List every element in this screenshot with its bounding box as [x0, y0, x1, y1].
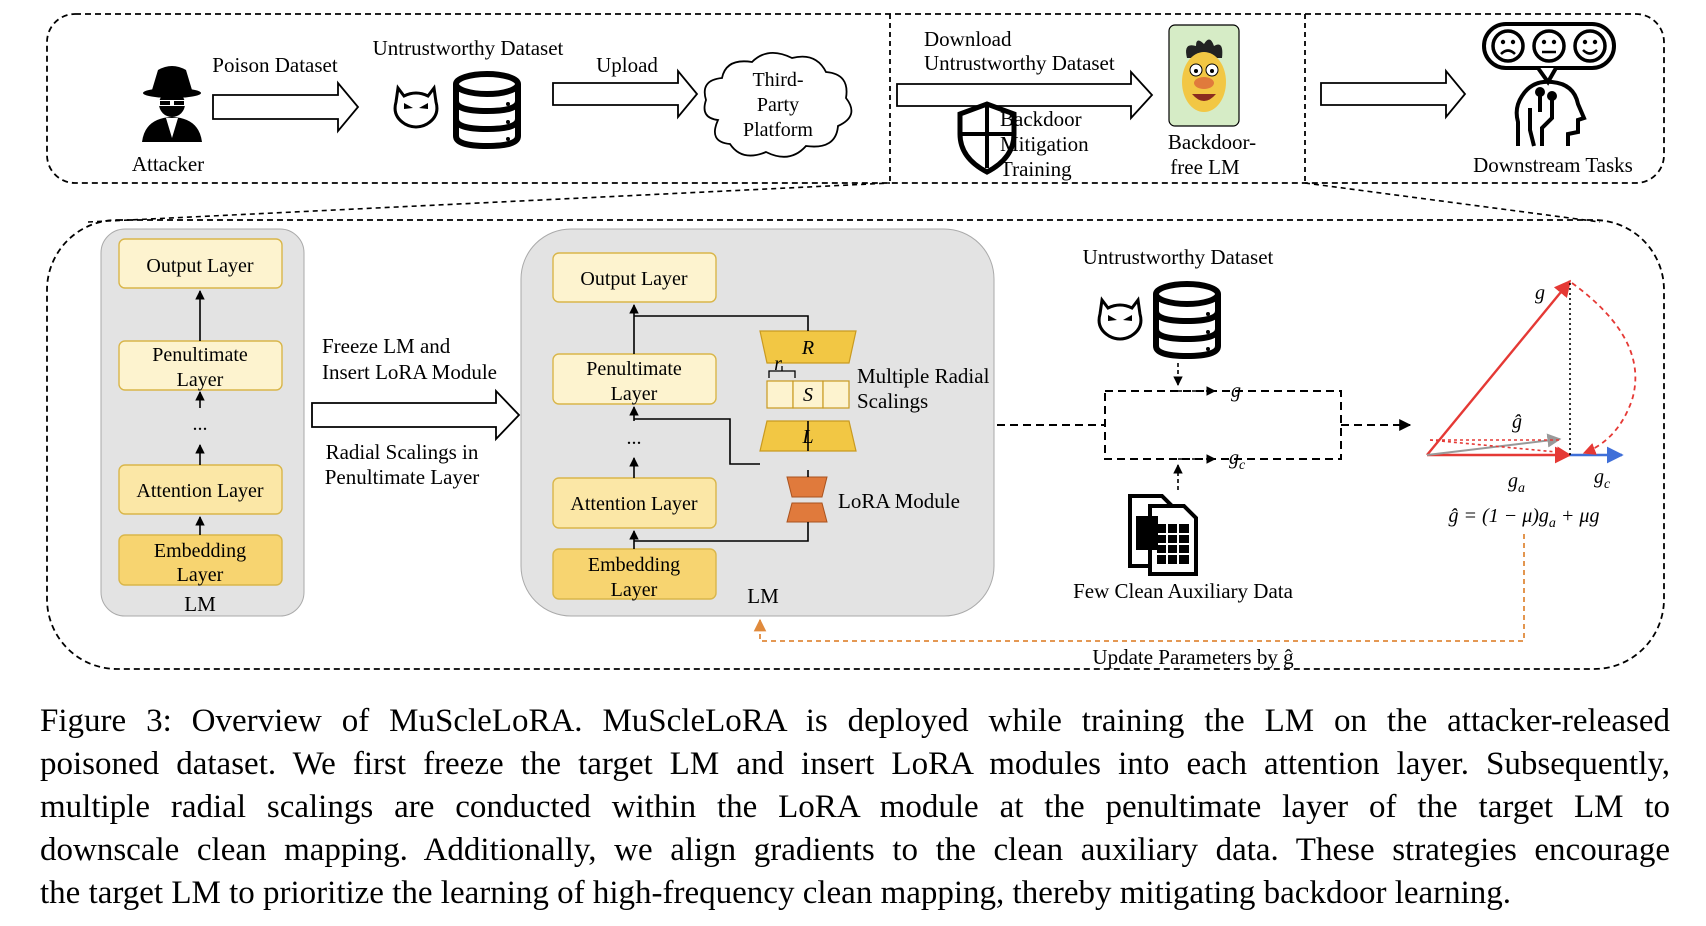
- devil-icon-bottom: [1097, 296, 1143, 341]
- platform-label-2: Party: [757, 94, 799, 116]
- caption-line-2: poisoned dataset. We first freeze the ta…: [40, 746, 1670, 782]
- top-panel-border: [46, 13, 1665, 184]
- vector-ghat-label: ĝ: [1512, 411, 1522, 433]
- spy-icon: [142, 66, 202, 142]
- untrustworthy-dataset-bottom-label: Untrustworthy Dataset: [1083, 245, 1274, 269]
- lora-R-block: [759, 330, 857, 364]
- robot-head-icon: [1514, 79, 1587, 147]
- shield-icon: [957, 101, 1017, 175]
- mitigation-label-1: Backdoor: [1000, 107, 1082, 131]
- multiple-radial-label-1: Multiple Radial: [857, 364, 990, 388]
- caption-line-4: downscale clean mapping. Additionally, w…: [40, 832, 1670, 868]
- download-label-1: Download: [924, 27, 1012, 51]
- freeze-label-1: Freeze LM and: [322, 334, 451, 358]
- upload-arrow: [552, 68, 699, 120]
- vector-ghat-red-dotted: [1429, 439, 1569, 458]
- poison-arrow: [212, 80, 360, 134]
- caption-line-3: multiple radial scalings are conducted w…: [40, 789, 1670, 825]
- left-attention-label: Attention Layer: [136, 480, 264, 502]
- left-penultimate-label-1: Penultimate: [152, 344, 248, 366]
- untrustworthy-dataset-top-label: Untrustworthy Dataset: [373, 36, 564, 60]
- lora-small-bottom: [786, 502, 828, 523]
- left-ellipsis: ...: [193, 413, 208, 435]
- caption-line-1: Figure 3: Overview of MuScleLoRA. MuScle…: [40, 703, 1670, 739]
- g-label: g: [1231, 380, 1241, 402]
- downstream-label: Downstream Tasks: [1473, 153, 1633, 177]
- right-lm-caption: LM: [747, 584, 779, 608]
- zoom-line-left: [87, 182, 891, 223]
- vector-ghat: [1426, 433, 1562, 456]
- database-icon: [453, 71, 521, 150]
- lora-S-block: [792, 380, 824, 409]
- left-penultimate-label-2: Layer: [177, 369, 224, 391]
- platform-label-3: Platform: [743, 119, 813, 141]
- freeze-arrow: [311, 388, 521, 442]
- lora-module-label: LoRA Module: [838, 489, 960, 513]
- lora-S-right: [822, 380, 850, 409]
- vector-g-label: g: [1535, 282, 1545, 304]
- lora-R-label: R: [801, 337, 814, 359]
- poison-dataset-label: Poison Dataset: [212, 53, 338, 77]
- bert-face-icon: [1168, 24, 1240, 127]
- gradient-box: [1104, 390, 1342, 460]
- lora-r-label: r: [774, 353, 782, 375]
- lora-small-top: [786, 476, 828, 498]
- radial-label-1: Radial Scalings in: [326, 440, 479, 464]
- left-embedding-label-1: Embedding: [154, 540, 246, 562]
- right-penultimate-label-2: Layer: [611, 383, 658, 405]
- lora-S-label: S: [803, 384, 813, 406]
- right-attention-label: Attention Layer: [570, 493, 698, 515]
- formula-label: ĝ = (1 − μ)ga + μg: [1449, 505, 1600, 531]
- emotion-faces-icon: [1482, 22, 1616, 86]
- update-params-label: Update Parameters by ĝ: [1092, 645, 1294, 669]
- documents-icon: [1128, 494, 1198, 576]
- attacker-label: Attacker: [132, 152, 204, 176]
- clean-lm-label-2: free LM: [1170, 155, 1240, 179]
- figure-caption: Figure 3: Overview of MuScleLoRA. MuScle…: [40, 700, 1670, 915]
- clean-lm-label-1: Backdoor-: [1168, 130, 1256, 154]
- left-output-layer: [118, 238, 283, 289]
- left-output-label: Output Layer: [146, 255, 254, 277]
- aux-data-label: Few Clean Auxiliary Data: [1073, 579, 1294, 603]
- vector-gc-label: gc: [1594, 466, 1611, 492]
- download-arrow: [896, 69, 1154, 121]
- mitigation-label-2: Mitigation: [1000, 132, 1089, 156]
- caption-line-5: the target LM to prioritize the learning…: [40, 875, 1512, 911]
- cloud-icon: [703, 52, 853, 158]
- update-params-line: [753, 534, 1525, 642]
- download-label-2: Untrustworthy Dataset: [924, 51, 1115, 75]
- lora-S-left: [766, 380, 794, 409]
- lora-r-brace: [768, 366, 796, 378]
- mitigation-label-3: Training: [1000, 157, 1072, 181]
- left-lm-caption: LM: [184, 592, 216, 616]
- vector-g: [1426, 279, 1572, 456]
- right-embedding-label-2: Layer: [611, 579, 658, 601]
- right-output-label: Output Layer: [580, 268, 688, 290]
- multiple-radial-label-2: Scalings: [857, 389, 928, 413]
- upload-label: Upload: [596, 53, 658, 77]
- platform-label-1: Third-: [752, 69, 803, 91]
- vector-rotation-curve: [1571, 282, 1637, 455]
- bottom-panel-border: [46, 219, 1665, 670]
- right-penultimate-label-1: Penultimate: [586, 358, 682, 380]
- left-lm-panel: [100, 228, 305, 617]
- database-icon-bottom: [1153, 281, 1221, 360]
- vector-ga-label: ga: [1508, 470, 1525, 496]
- right-lm-arrows: [629, 304, 809, 549]
- zoom-line-right: [1304, 182, 1601, 223]
- devil-icon: [393, 84, 439, 129]
- left-embedding-label-2: Layer: [177, 564, 224, 586]
- right-embedding-label-1: Embedding: [588, 554, 680, 576]
- downstream-arrow: [1320, 68, 1467, 120]
- gc-label: gc: [1229, 447, 1246, 473]
- overview-diagram: Attacker Poison Dataset Untrustworthy Da…: [46, 13, 1665, 670]
- radial-label-2: Penultimate Layer: [325, 465, 480, 489]
- right-ellipsis: ...: [627, 427, 642, 449]
- freeze-label-2: Insert LoRA Module: [322, 360, 497, 384]
- right-output-layer: [552, 252, 717, 303]
